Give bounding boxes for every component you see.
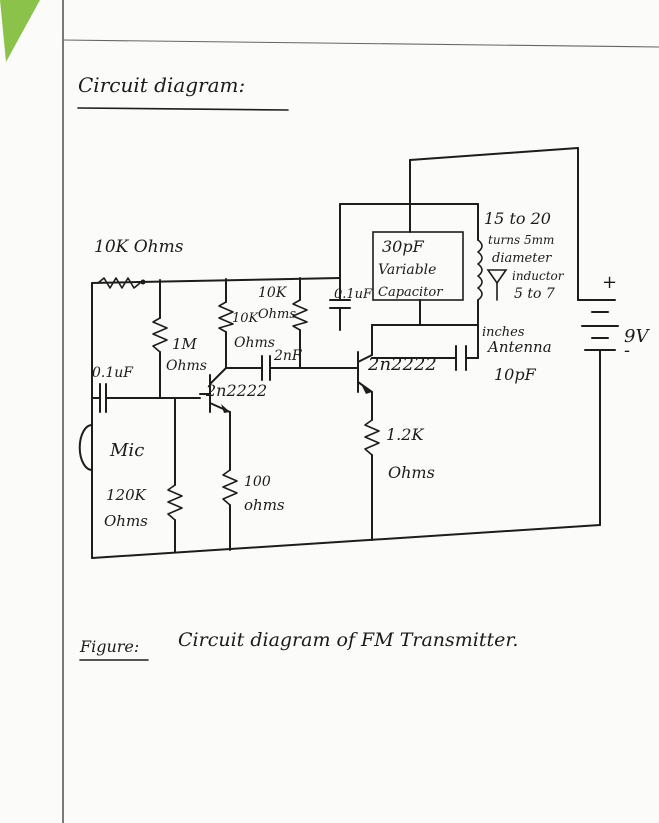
resistor-100 [222,469,238,506]
microphone-symbol [78,424,93,471]
label-10k-bias-a: 10K [232,311,260,326]
capacitor-0.1uf-tank [329,299,351,309]
label-vcap-a: 30pF [382,237,425,256]
label-10k-bias-b: Ohms [234,335,275,351]
label-battery-plus: + [602,272,617,293]
label-1.2k-a: 1.2K [386,425,424,444]
label-inductor-a: 15 to 20 [484,209,551,228]
heading-underline [77,107,289,111]
label-100-a: 100 [244,474,271,490]
label-10k-top: 10K Ohms [94,237,184,257]
page-heading: Circuit diagram: [78,73,245,97]
label-100-b: ohms [244,496,285,514]
transistor-q2 [344,351,373,394]
resistor-10k-top [97,277,141,289]
label-1m-b: Ohms [166,358,207,374]
label-battery-9v: 9V [624,326,650,347]
label-0.1uf-input: 0.1uF [92,365,134,381]
antenna-icon [486,269,508,285]
label-120k-b: Ohms [104,512,148,530]
label-10k-right-b: Ohms [258,307,296,322]
label-inductor-b: turns 5mm [488,233,554,247]
corner-tab [0,0,40,62]
header-rule [62,39,659,48]
label-120k-a: 120K [106,486,147,504]
caption-text: Circuit diagram of FM Transmitter. [178,629,518,651]
label-vcap-b: Variable [378,262,436,278]
label-2nf: 2nF [273,348,303,364]
capacitor-2nf [261,355,271,381]
label-10pf: 10pF [494,365,537,384]
capacitor-10pf [455,345,467,371]
label-mic: Mic [109,440,144,461]
label-antenna-a: 5 to 7 [514,286,555,302]
caption-label: Figure: [79,637,139,656]
variable-capacitor-box [372,231,464,301]
label-inductor-d: inductor [512,269,565,283]
label-q2: 2n2222 [367,354,437,375]
label-1m-a: 1M [172,335,198,353]
capacitor-0.1uf-input [99,383,107,413]
label-q1: 2n2222 [205,381,267,400]
label-0.1uf-tank: 0.1uF [334,287,373,302]
label-inductor-c: diameter [492,251,552,266]
label-vcap-c: Capacitor [378,285,443,300]
resistor-10k-bias [218,301,234,333]
label-antenna-c: Antenna [486,338,552,356]
battery-9v-symbol [581,299,619,351]
label-battery-minus: - [624,340,630,361]
resistor-10k-right [292,299,308,331]
resistor-1m [152,317,168,353]
label-10k-right-a: 10K [258,285,288,301]
resistor-120k [167,484,183,521]
inductor-coil [477,239,483,301]
label-antenna-b: inches [482,325,525,340]
junction-dot [140,279,146,285]
transistor-q1 [199,367,231,413]
label-1.2k-b: Ohms [388,463,435,482]
resistor-1.2k [364,419,380,456]
